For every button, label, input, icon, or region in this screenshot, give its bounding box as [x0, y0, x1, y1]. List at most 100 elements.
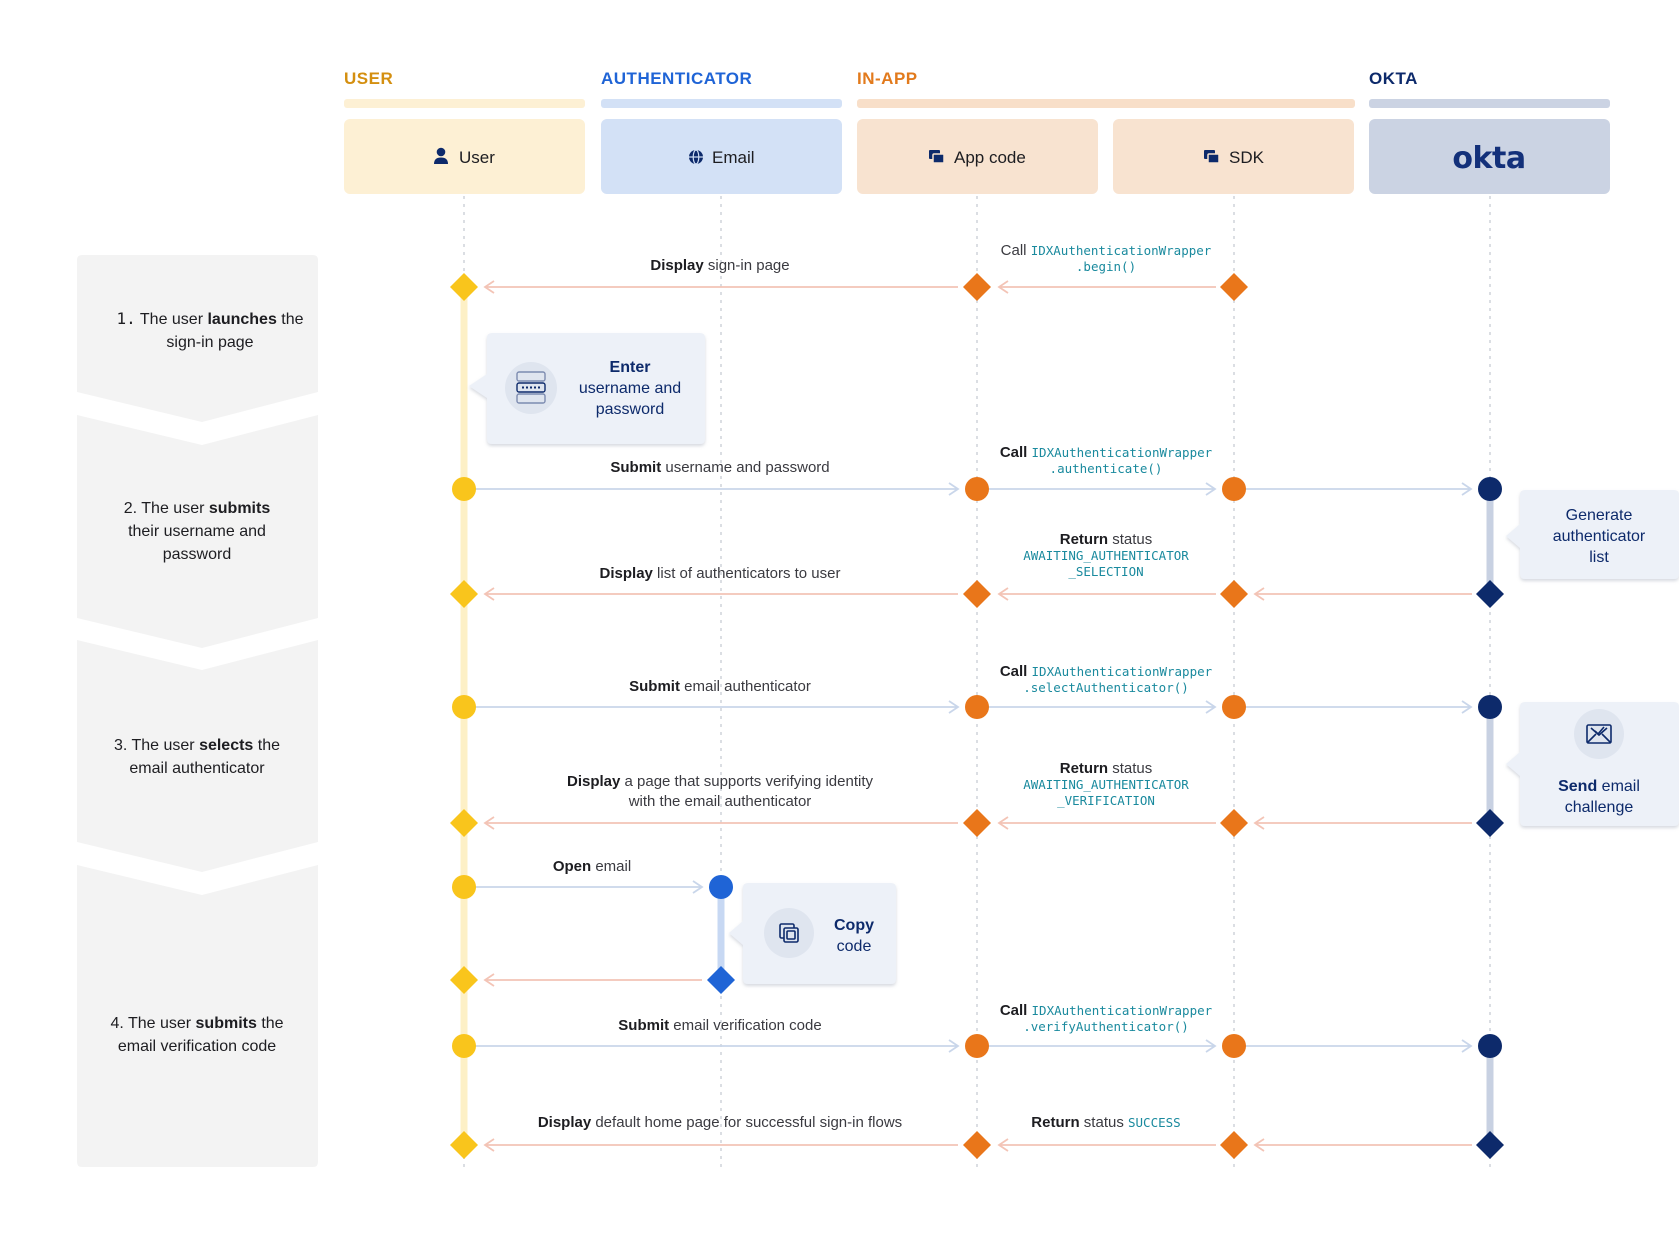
- note-copy-code: Copy code: [729, 883, 896, 984]
- arrow-return-selection-2: [1253, 587, 1472, 601]
- note-generate-line2: authenticator: [1553, 528, 1646, 545]
- label-return-selection: Return status: [1060, 531, 1153, 548]
- marker-circle: [965, 695, 989, 719]
- label-call-begin: Call IDXAuthenticationWrapper: [1001, 242, 1212, 259]
- marker-circle: [452, 1034, 476, 1058]
- note-generate-line3: list: [1589, 549, 1609, 566]
- arrow-call-verify: [987, 1039, 1217, 1053]
- step-1-text: 1. The user launches the: [116, 309, 303, 328]
- label-call-verify-2: .verifyAuthenticator(): [1023, 1019, 1189, 1034]
- marker-diamond: [963, 1131, 991, 1159]
- marker-circle: [1222, 477, 1246, 501]
- arrow-sdk-to-okta-1: [1244, 482, 1473, 496]
- label-display-verify: Display a page that supports verifying i…: [567, 773, 874, 790]
- participant-user-label: User: [459, 148, 495, 167]
- okta-logo: okta: [1452, 141, 1525, 176]
- label-return-success: Return status SUCCESS: [1031, 1114, 1180, 1131]
- step-3-text-line2: email authenticator: [129, 760, 265, 777]
- note-copy-bold: Copy: [834, 917, 874, 934]
- marker-diamond: [1476, 809, 1504, 837]
- marker-diamond: [450, 580, 478, 608]
- participant-okta-box: [1369, 119, 1610, 194]
- arrow-copy-code-return: [483, 973, 702, 987]
- group-headers: USER AUTHENTICATOR IN-APP OKTA: [344, 69, 1610, 108]
- marker-circle: [452, 695, 476, 719]
- marker-diamond: [963, 273, 991, 301]
- arrow-return-verification-1: [997, 816, 1216, 830]
- marker-circle: [709, 875, 733, 899]
- participant-sdk-box: [1113, 119, 1354, 194]
- step-4-panel: [77, 865, 318, 1167]
- group-authenticator-bar: [601, 99, 842, 108]
- note-send-text: Send email: [1558, 778, 1640, 795]
- step-2-panel: [77, 415, 318, 648]
- participant-email-box: [601, 119, 842, 194]
- participants: User Email App code SDK okta: [344, 119, 1610, 194]
- activation-okta-2: [1486, 707, 1494, 823]
- label-call-begin-2: .begin(): [1076, 259, 1136, 274]
- label-return-selection-3: _SELECTION: [1068, 564, 1143, 579]
- label-call-verify: Call IDXAuthenticationWrapper: [1000, 1002, 1213, 1019]
- step-column: 1. The user launches the sign-in page 2.…: [77, 255, 318, 1167]
- marker-diamond: [1220, 809, 1248, 837]
- label-display-verify-2: with the email authenticator: [628, 793, 812, 810]
- marker-diamond: [450, 809, 478, 837]
- label-display-home: Display default home page for successful…: [538, 1114, 902, 1131]
- activation-okta-3: [1486, 1046, 1494, 1142]
- marker-circle: [1222, 1034, 1246, 1058]
- arrow-begin-return: [997, 280, 1216, 294]
- arrow-submit-authenticator: [474, 700, 960, 714]
- marker-diamond: [450, 1131, 478, 1159]
- marker-diamond: [1220, 580, 1248, 608]
- label-call-authenticate: Call IDXAuthenticationWrapper: [1000, 444, 1213, 461]
- arrow-display-verify: [483, 816, 958, 830]
- step-2-text-line3: password: [163, 546, 231, 563]
- arrow-submit-credentials: [474, 482, 960, 496]
- label-submit-credentials: Submit username and password: [610, 459, 829, 476]
- group-user-label: USER: [344, 69, 393, 88]
- arrow-return-verification-2: [1253, 816, 1472, 830]
- activation-email: [717, 887, 725, 980]
- label-call-select: Call IDXAuthenticationWrapper: [1000, 663, 1213, 680]
- participant-app-code-box: [857, 119, 1098, 194]
- step-2-text: 2. The user submits: [124, 500, 271, 517]
- user-icon: [434, 147, 448, 164]
- arrow-sdk-to-okta-3: [1244, 1039, 1473, 1053]
- marker-circle: [1478, 695, 1502, 719]
- step-1-text-line2: sign-in page: [166, 334, 253, 351]
- group-authenticator-label: AUTHENTICATOR: [601, 69, 752, 88]
- password-field-icon: [516, 371, 546, 404]
- label-open-email: Open email: [553, 858, 631, 875]
- marker-diamond: [1220, 1131, 1248, 1159]
- callouts: Enter username and password Generate aut…: [469, 333, 1679, 984]
- step-4-text: 4. The user submits the: [110, 1015, 283, 1032]
- globe-icon: [689, 149, 703, 165]
- arrow-call-authenticate: [987, 482, 1217, 496]
- marker-circle: [452, 477, 476, 501]
- arrow-return-success-1: [997, 1138, 1216, 1152]
- marker-diamond: [1220, 273, 1248, 301]
- participant-sdk-label: SDK: [1229, 148, 1265, 167]
- arrow-display-authenticators: [483, 587, 958, 601]
- message-arrows: [474, 280, 1473, 1152]
- arrow-call-select: [987, 700, 1217, 714]
- note-copy-line2: code: [837, 938, 872, 955]
- arrow-sdk-to-okta-2: [1244, 700, 1473, 714]
- app-window-icon: [1204, 150, 1220, 164]
- group-in-app-bar: [857, 99, 1355, 108]
- note-enter-bold: Enter: [610, 359, 651, 376]
- marker-diamond: [963, 809, 991, 837]
- arrow-return-selection-1: [997, 587, 1216, 601]
- arrow-display-sign-in: [483, 280, 958, 294]
- label-submit-code: Submit email verification code: [618, 1017, 821, 1034]
- step-3-text: 3. The user selects the: [114, 737, 280, 754]
- note-enter-credentials: Enter username and password: [469, 333, 705, 444]
- message-labels: Display sign-in page Call IDXAuthenticat…: [538, 242, 1213, 1131]
- note-enter-line2: username and: [579, 380, 681, 397]
- marker-diamond: [450, 273, 478, 301]
- arrow-display-home: [483, 1138, 958, 1152]
- label-submit-authenticator: Submit email authenticator: [629, 678, 811, 695]
- step-4-text-line2: email verification code: [118, 1038, 276, 1055]
- activation-okta-1: [1486, 489, 1494, 595]
